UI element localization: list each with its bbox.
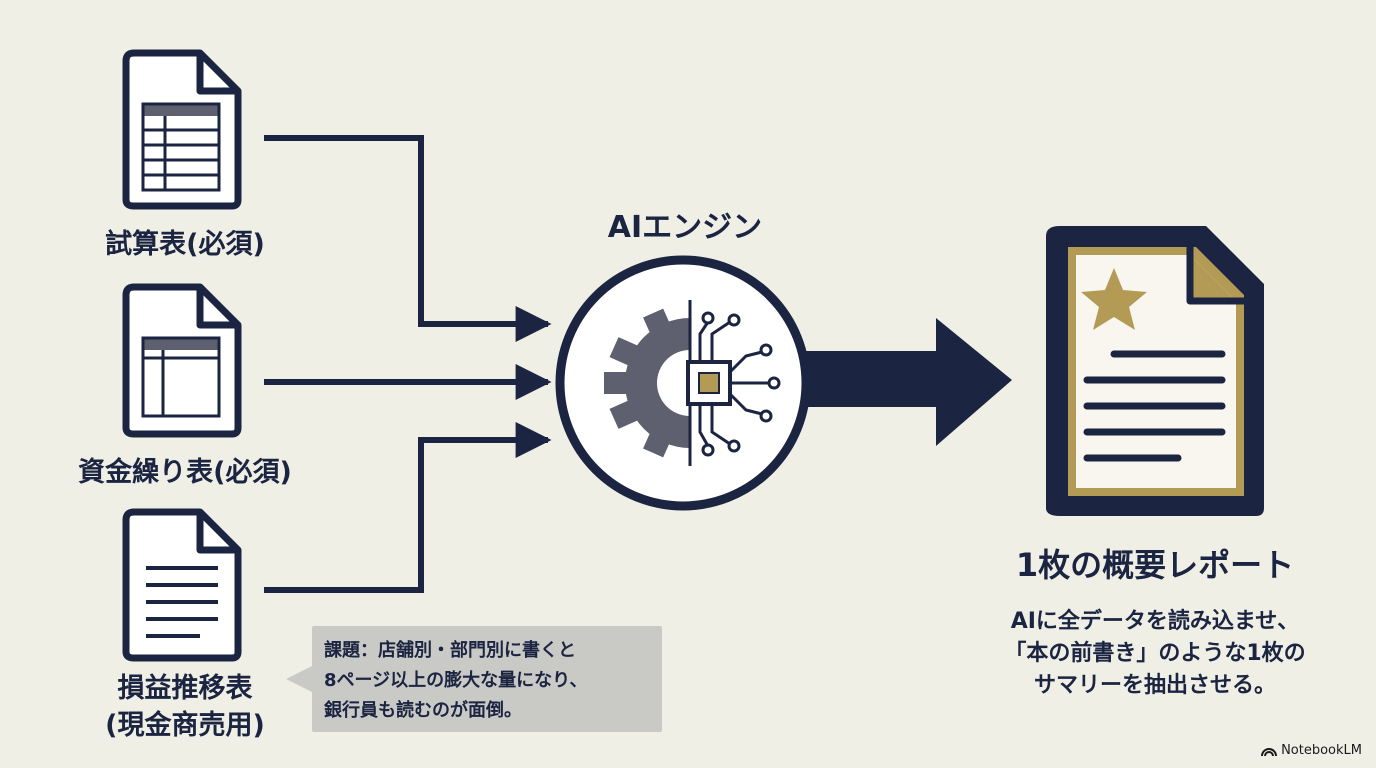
- input-label-cash-flow: 資金繰り表(必須): [78, 457, 292, 488]
- star-report-icon: [1046, 226, 1264, 516]
- input-label-pl-trend: 損益推移表: [117, 673, 253, 704]
- report-desc-line-2: 「本の前書き」のような1枚の: [1004, 641, 1306, 666]
- output-arrow: [800, 318, 1012, 446]
- report-title: 1枚の概要レポート: [1015, 546, 1295, 584]
- input-label-pl-trend-sub: (現金商売用): [105, 710, 265, 741]
- notebooklm-brand: NotebookLM: [1261, 743, 1362, 758]
- report-description: AIに全データを読み込ませ、 「本の前書き」のような1枚の サマリーを抽出させる…: [960, 606, 1350, 702]
- note-callout-tail: [286, 665, 314, 693]
- connector-arrow-3: [264, 422, 552, 593]
- note-line-2: 8ページ以上の膨大な量になり、: [324, 670, 588, 691]
- spreadsheet-document-icon: [122, 49, 242, 210]
- report-desc-line-3: サマリーを抽出させる。: [1033, 673, 1276, 698]
- table-document-icon: [122, 283, 242, 438]
- note-line-3: 銀行員も読むのが面倒。: [324, 700, 522, 721]
- brand-name: NotebookLM: [1281, 743, 1362, 758]
- notebooklm-logo-icon: [1261, 747, 1278, 756]
- connector-arrow-1: [264, 135, 552, 342]
- note-line-1: 課題：店舗別・部門別に書くと: [324, 640, 576, 661]
- report-desc-line-1: AIに全データを読み込ませ、: [1010, 609, 1300, 634]
- input-label-trial-balance: 試算表(必須): [105, 229, 265, 260]
- issue-note: 課題：店舗別・部門別に書くと 8ページ以上の膨大な量になり、 銀行員も読むのが面…: [312, 626, 662, 732]
- text-document-icon: [122, 508, 242, 662]
- gear-circuit-icon: [555, 255, 811, 511]
- engine-title: AIエンジン: [607, 210, 763, 245]
